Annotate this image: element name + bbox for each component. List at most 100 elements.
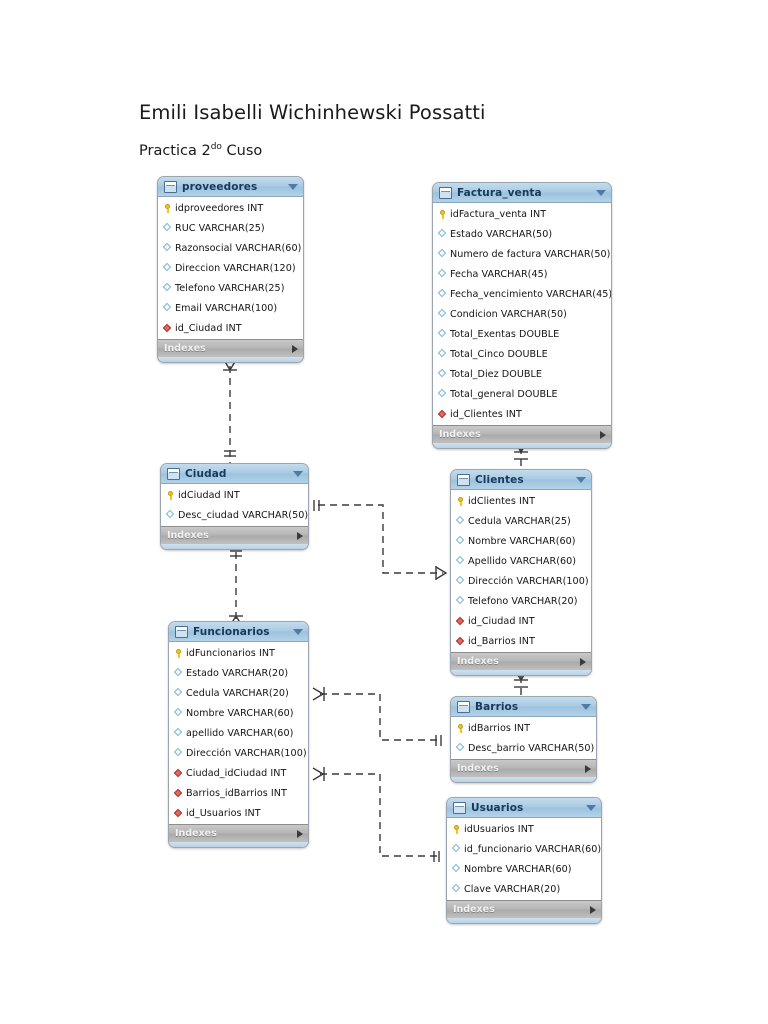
column-icon xyxy=(163,224,172,233)
indexes-bar[interactable]: Indexes xyxy=(447,900,601,918)
indexes-bar[interactable]: Indexes xyxy=(158,339,303,357)
table-field-row[interactable]: Ciudad_idCiudad INT xyxy=(169,763,308,783)
table-header[interactable]: Funcionarios xyxy=(169,622,308,642)
table-field-row[interactable]: Nombre VARCHAR(60) xyxy=(447,859,601,879)
chevron-down-icon[interactable] xyxy=(576,476,586,483)
field-label: idproveedores INT xyxy=(175,202,264,214)
indexes-label: Indexes xyxy=(167,530,209,541)
chevron-right-icon[interactable] xyxy=(580,657,586,666)
table-field-row[interactable]: Telefono VARCHAR(25) xyxy=(158,278,303,298)
table-icon xyxy=(457,473,470,486)
table-field-row[interactable]: Fecha VARCHAR(45) xyxy=(433,264,611,284)
table-header[interactable]: Factura_venta xyxy=(433,183,611,203)
foreign-key-icon xyxy=(174,809,183,818)
chevron-down-icon[interactable] xyxy=(596,189,606,196)
table-field-row[interactable]: id_Ciudad INT xyxy=(451,611,591,631)
erd-table-proveedores[interactable]: proveedores idproveedores INT RUC VARCHAR(… xyxy=(157,176,304,363)
indexes-bar[interactable]: Indexes xyxy=(169,824,308,842)
table-field-row[interactable]: idBarrios INT xyxy=(451,718,596,738)
table-field-row[interactable]: Numero de factura VARCHAR(50) xyxy=(433,244,611,264)
chevron-right-icon[interactable] xyxy=(297,531,303,540)
chevron-right-icon[interactable] xyxy=(297,829,303,838)
table-header[interactable]: Usuarios xyxy=(447,798,601,818)
table-field-row[interactable]: Total_Cinco DOUBLE xyxy=(433,344,611,364)
table-header[interactable]: Barrios xyxy=(451,697,596,717)
chevron-down-icon[interactable] xyxy=(586,804,596,811)
table-field-row[interactable]: id_Usuarios INT xyxy=(169,803,308,823)
table-field-row[interactable]: id_Ciudad INT xyxy=(158,318,303,338)
column-icon xyxy=(166,511,175,520)
table-field-row[interactable]: Desc_ciudad VARCHAR(50) xyxy=(161,505,308,525)
table-base-strip xyxy=(451,670,591,675)
table-field-row[interactable]: idproveedores INT xyxy=(158,198,303,218)
chevron-down-icon[interactable] xyxy=(288,183,298,190)
chevron-right-icon[interactable] xyxy=(292,344,298,353)
table-field-row[interactable]: idFuncionarios INT xyxy=(169,643,308,663)
table-header[interactable]: Clientes xyxy=(451,470,591,490)
table-field-row[interactable]: Barrios_idBarrios INT xyxy=(169,783,308,803)
table-field-row[interactable]: Apellido VARCHAR(60) xyxy=(451,551,591,571)
table-field-row[interactable]: Direccion VARCHAR(120) xyxy=(158,258,303,278)
table-field-row[interactable]: Telefono VARCHAR(20) xyxy=(451,591,591,611)
field-label: Dirección VARCHAR(100) xyxy=(468,575,589,587)
indexes-bar[interactable]: Indexes xyxy=(433,425,611,443)
table-field-row[interactable]: idUsuarios INT xyxy=(447,819,601,839)
chevron-down-icon[interactable] xyxy=(293,628,303,635)
table-field-row[interactable]: Fecha_vencimiento VARCHAR(45) xyxy=(433,284,611,304)
field-label: id_Usuarios INT xyxy=(186,807,261,819)
table-field-row[interactable]: Dirección VARCHAR(100) xyxy=(169,743,308,763)
chevron-right-icon[interactable] xyxy=(590,905,596,914)
table-header[interactable]: proveedores xyxy=(158,177,303,197)
table-header[interactable]: Ciudad xyxy=(161,464,308,484)
chevron-down-icon[interactable] xyxy=(293,470,303,477)
table-base-strip xyxy=(451,777,596,782)
table-field-row[interactable]: Nombre VARCHAR(60) xyxy=(451,531,591,551)
table-field-row[interactable]: Cedula VARCHAR(20) xyxy=(169,683,308,703)
column-icon xyxy=(456,537,465,546)
primary-key-icon xyxy=(166,490,175,500)
indexes-bar[interactable]: Indexes xyxy=(451,652,591,670)
table-field-row[interactable]: Clave VARCHAR(20) xyxy=(447,879,601,899)
field-label: Apellido VARCHAR(60) xyxy=(468,555,577,567)
table-field-row[interactable]: Total_general DOUBLE xyxy=(433,384,611,404)
indexes-bar[interactable]: Indexes xyxy=(161,526,308,544)
table-field-row[interactable]: id_Barrios INT xyxy=(451,631,591,651)
field-label: RUC VARCHAR(25) xyxy=(175,222,265,234)
field-label: Numero de factura VARCHAR(50) xyxy=(450,248,611,260)
chevron-down-icon[interactable] xyxy=(581,703,591,710)
table-field-row[interactable]: Desc_barrio VARCHAR(50) xyxy=(451,738,596,758)
table-field-row[interactable]: idClientes INT xyxy=(451,491,591,511)
table-field-row[interactable]: idFactura_venta INT xyxy=(433,204,611,224)
table-field-row[interactable]: id_funcionario VARCHAR(60) xyxy=(447,839,601,859)
table-field-row[interactable]: Condicion VARCHAR(50) xyxy=(433,304,611,324)
table-field-row[interactable]: Total_Exentas DOUBLE xyxy=(433,324,611,344)
primary-key-icon xyxy=(452,824,461,834)
table-field-row[interactable]: idCiudad INT xyxy=(161,485,308,505)
indexes-label: Indexes xyxy=(175,828,217,839)
chevron-right-icon[interactable] xyxy=(600,430,606,439)
chevron-right-icon[interactable] xyxy=(585,764,591,773)
field-label: id_Barrios INT xyxy=(468,635,535,647)
table-field-row[interactable]: Total_Diez DOUBLE xyxy=(433,364,611,384)
table-field-row[interactable]: Dirección VARCHAR(100) xyxy=(451,571,591,591)
table-field-row[interactable]: Cedula VARCHAR(25) xyxy=(451,511,591,531)
table-field-row[interactable]: Estado VARCHAR(50) xyxy=(433,224,611,244)
table-field-row[interactable]: id_Clientes INT xyxy=(433,404,611,424)
field-label: Telefono VARCHAR(20) xyxy=(468,595,578,607)
table-field-row[interactable]: Estado VARCHAR(20) xyxy=(169,663,308,683)
table-field-row[interactable]: apellido VARCHAR(60) xyxy=(169,723,308,743)
table-field-row[interactable]: Email VARCHAR(100) xyxy=(158,298,303,318)
table-field-row[interactable]: Razonsocial VARCHAR(60) xyxy=(158,238,303,258)
indexes-bar[interactable]: Indexes xyxy=(451,759,596,777)
table-field-row[interactable]: Nombre VARCHAR(60) xyxy=(169,703,308,723)
table-field-row[interactable]: RUC VARCHAR(25) xyxy=(158,218,303,238)
field-label: Nombre VARCHAR(60) xyxy=(464,863,572,875)
